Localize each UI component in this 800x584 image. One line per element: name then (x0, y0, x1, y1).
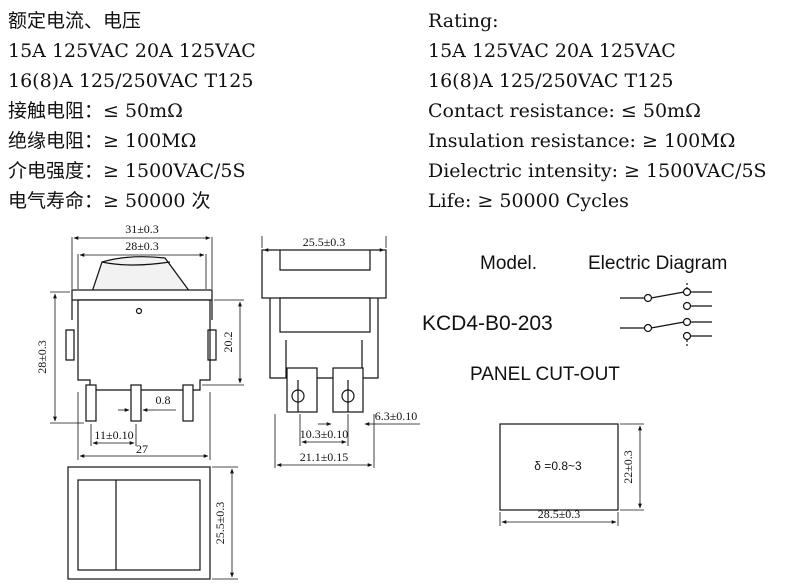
front-view (50, 236, 244, 460)
dim-cutout-width: 28.5±0.3 (538, 507, 581, 521)
dim-body-height: 20.2 (221, 332, 235, 353)
spec-cn-line-2: 15A 125VAC 20A 125VAC (8, 40, 256, 62)
spec-cn-line-7: 电气寿命：≥ 50000 次 (8, 190, 211, 212)
spec-cn-line-3: 16(8)A 125/250VAC T125 (8, 70, 254, 92)
panel-cutout-heading: PANEL CUT-OUT (470, 364, 620, 385)
model-heading: Model. (480, 253, 538, 274)
dim-side-base-width: 21.1±0.15 (300, 450, 349, 464)
electric-diagram (620, 283, 712, 348)
dim-front-height: 28±0.3 (35, 340, 49, 374)
electric-diagram-heading: Electric Diagram (588, 253, 728, 274)
spec-en-line-3: 16(8)A 125/250VAC T125 (428, 70, 674, 92)
spec-en-line-5: Insulation resistance: ≥ 100MΩ (428, 130, 736, 152)
dim-side-width: 25.5±0.3 (303, 235, 346, 249)
dim-terminal-thickness: 0.8 (156, 393, 171, 407)
spec-cn-line-1: 额定电流、电压 (8, 10, 142, 32)
spec-cn-line-5: 绝缘电阻：≥ 100MΩ (8, 130, 197, 152)
dim-cutout-height: 22±0.3 (621, 450, 635, 484)
spec-en-line-2: 15A 125VAC 20A 125VAC (428, 40, 676, 62)
dim-terminal-width: 6.3±0.10 (375, 409, 418, 423)
spec-cn-line-4: 接触电阻：≤ 50mΩ (8, 100, 183, 122)
spec-cn-line-6: 介电强度：≥ 1500VAC/5S (8, 160, 246, 182)
spec-en-line-6: Dielectric intensity: ≥ 1500VAC/5S (428, 160, 767, 182)
bottom-view (67, 466, 238, 580)
dim-body-width: 27 (136, 442, 148, 456)
dim-terminal-spacing: 11±0.10 (94, 428, 133, 442)
dim-panel-thickness: δ =0.8~3 (534, 459, 582, 473)
side-view (261, 236, 420, 468)
model-number: KCD4-B0-203 (422, 312, 553, 335)
dim-front-width-outer: 31±0.3 (125, 222, 159, 236)
spec-en-line-4: Contact resistance: ≤ 50mΩ (428, 100, 701, 122)
panel-cutout (499, 423, 644, 526)
spec-en-line-7: Life: ≥ 50000 Cycles (428, 190, 629, 212)
dim-terminal-pitch: 10.3±0.10 (300, 427, 349, 441)
dim-front-width-inner: 28±0.3 (125, 239, 159, 253)
spec-en-line-1: Rating: (428, 10, 499, 32)
dim-bottom-height: 25.5±0.3 (213, 502, 227, 545)
